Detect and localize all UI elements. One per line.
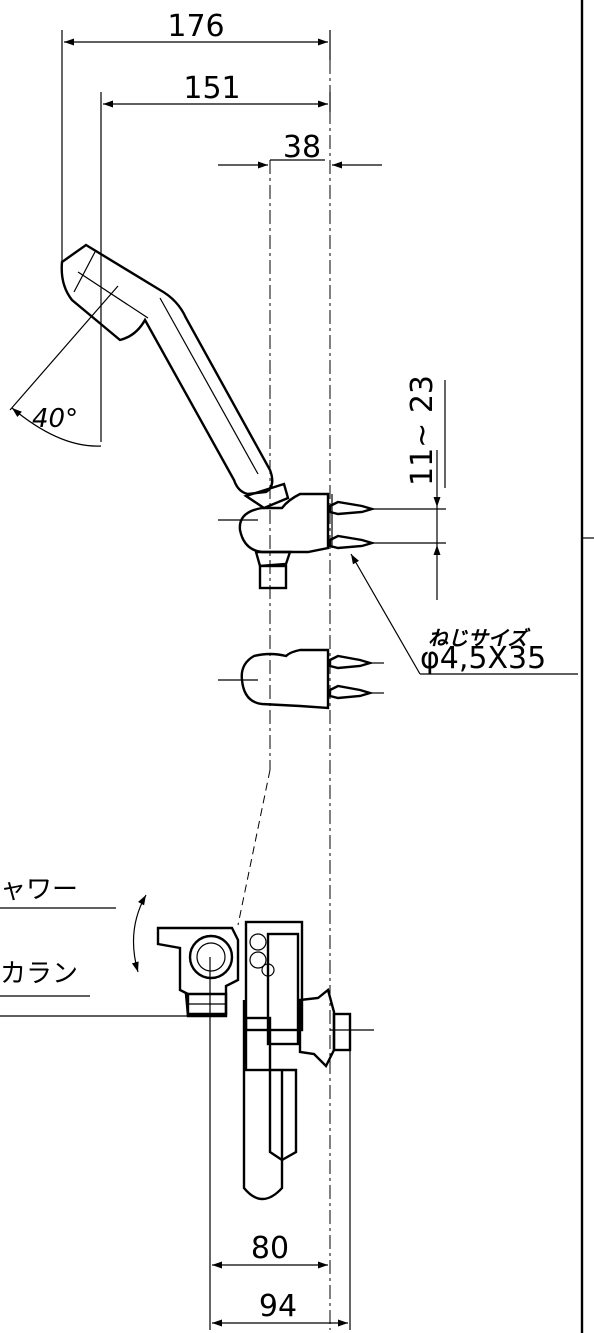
shower-holder	[218, 482, 333, 590]
dimension-11-23: 11~ 23	[405, 375, 446, 600]
dim-94-label: 94	[259, 1289, 297, 1324]
shower-head	[60, 243, 274, 496]
dim-80-label: 80	[251, 1231, 289, 1266]
angle-label: 40°	[32, 404, 78, 434]
dimension-94: 94	[212, 1289, 348, 1327]
screw-size-callout: ねじサイズ φ4,5X35	[350, 553, 578, 676]
hose-path-line	[237, 769, 271, 926]
dimension-176: 176	[61, 9, 331, 262]
label-shower: ャワー	[0, 875, 78, 905]
dimension-38: 38	[218, 130, 382, 169]
dim-176-label: 176	[167, 9, 224, 44]
spout	[242, 1000, 298, 1201]
label-faucet: カラン	[0, 959, 78, 989]
screw-title: ねじサイズ	[428, 626, 531, 650]
dim-38-label: 38	[283, 130, 321, 165]
dim-11-23-label: 11~ 23	[405, 375, 440, 486]
lever-direction: ャワー カラン	[0, 875, 188, 1017]
screws-upper	[328, 500, 446, 550]
dimension-151: 151	[100, 71, 331, 442]
dimension-80: 80	[212, 1231, 328, 1269]
valve-body	[156, 920, 374, 1330]
dim-151-label: 151	[183, 71, 240, 106]
angle-40: 40°	[9, 285, 119, 447]
screw-size: φ4,5X35	[420, 641, 546, 676]
lower-holder	[218, 648, 384, 710]
